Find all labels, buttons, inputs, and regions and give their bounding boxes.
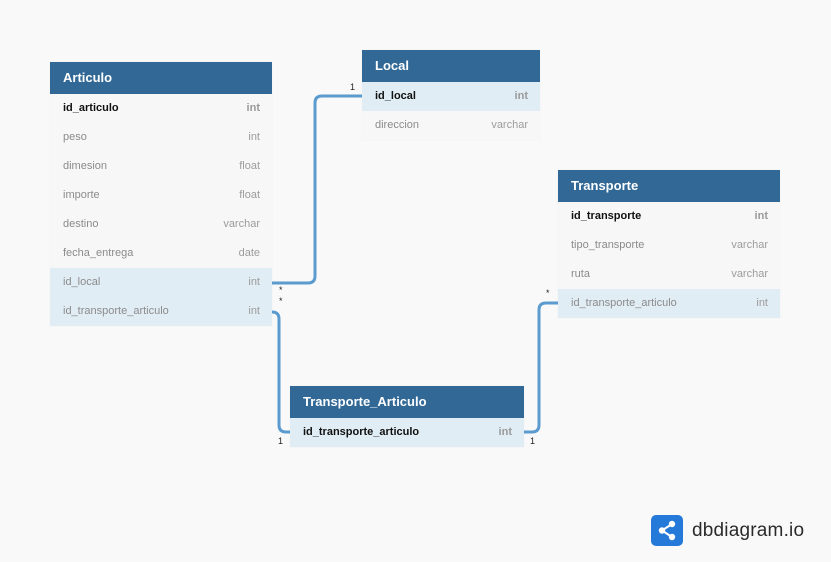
cardinality-label: * [279,285,283,295]
field-name: destino [63,218,99,230]
field-row-dimesion[interactable]: dimesion float [50,152,272,181]
cardinality-label: * [279,296,283,306]
field-name: ruta [571,268,590,280]
field-type: varchar [731,239,768,251]
brand-name: dbdiagram.io [692,519,805,541]
field-row-tipo-transporte[interactable]: tipo_transporte varchar [558,231,780,260]
field-row-ruta[interactable]: ruta varchar [558,260,780,289]
field-type: int [248,305,260,317]
cardinality-label: * [546,288,550,298]
field-name: direccion [375,119,420,131]
field-name: id_transporte_articulo [303,426,420,438]
field-row-id-transporte[interactable]: id_transporte int [558,202,780,231]
field-name: peso [63,131,87,143]
field-name: id_articulo [63,102,119,114]
field-name: dimesion [63,160,108,172]
field-type: varchar [731,268,768,280]
field-row-importe[interactable]: importe float [50,181,272,210]
field-type: int [248,131,260,143]
table-transporte-articulo[interactable]: Transporte_Articulo id_transporte_articu… [290,386,524,447]
field-row-id-articulo[interactable]: id_articulo int [50,94,272,123]
field-name: tipo_transporte [571,239,645,251]
cardinality-label: 1 [278,436,284,446]
field-row-id-transporte-articulo[interactable]: id_transporte_articulo int [50,297,272,326]
cardinality-label: 1 [350,82,356,92]
table-header[interactable]: Articulo [50,62,272,94]
field-name: id_transporte_articulo [571,297,677,309]
table-header[interactable]: Transporte [558,170,780,202]
field-type: varchar [491,119,528,131]
field-type: float [239,189,260,201]
field-name: fecha_entrega [63,247,134,259]
field-type: int [246,102,260,114]
field-name: id_transporte [571,210,642,222]
field-row-id-local[interactable]: id_local int [50,268,272,297]
field-name: id_local [63,276,101,288]
field-type: int [498,426,512,438]
field-row-id-transporte-articulo[interactable]: id_transporte_articulo int [290,418,524,447]
field-type: float [239,160,260,172]
cardinality-label: 1 [530,436,536,446]
link-articulo-transporte-articulo[interactable] [271,310,290,434]
link-transporte-transporte-articulo[interactable] [524,301,558,434]
table-header[interactable]: Local [362,50,540,82]
table-local[interactable]: Local id_local int direccion varchar [362,50,540,140]
field-row-id-transporte-articulo[interactable]: id_transporte_articulo int [558,289,780,318]
field-row-fecha-entrega[interactable]: fecha_entrega date [50,239,272,268]
field-type: date [238,247,260,259]
field-type: int [514,90,528,102]
field-name: id_transporte_articulo [63,305,169,317]
field-name: id_local [375,90,416,102]
field-type: int [248,276,260,288]
field-row-peso[interactable]: peso int [50,123,272,152]
field-type: int [756,297,768,309]
share-nodes-icon [651,515,683,546]
table-header[interactable]: Transporte_Articulo [290,386,524,418]
field-name: importe [63,189,100,201]
brand-logo[interactable]: dbdiagram.io [651,515,804,546]
field-row-id-local[interactable]: id_local int [362,82,540,111]
field-row-destino[interactable]: destino varchar [50,210,272,239]
field-row-direccion[interactable]: direccion varchar [362,111,540,140]
field-type: varchar [223,218,260,230]
link-articulo-local[interactable] [272,94,362,285]
field-type: int [754,210,768,222]
